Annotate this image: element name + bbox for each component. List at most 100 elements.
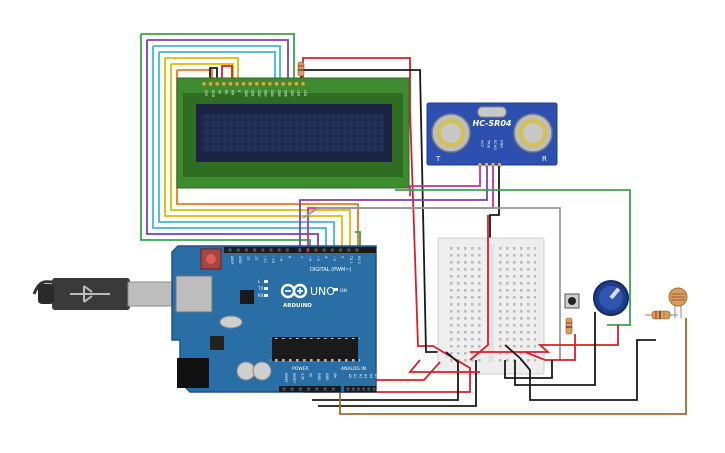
wire-green-lcd-2[interactable] (355, 231, 361, 248)
ldr-resistor[interactable] (645, 310, 678, 320)
wire-yellow-lcd-2[interactable] (170, 63, 351, 248)
digital-pin[interactable] (322, 248, 326, 252)
lcd-contrast-resistor[interactable] (297, 61, 305, 77)
lcd-pin-label: RS (224, 90, 228, 94)
wire-red-rail-right[interactable] (470, 325, 619, 353)
digital-pin[interactable] (339, 248, 343, 252)
wire-red-sonar-vcc[interactable] (469, 215, 489, 361)
wire-black-rail[interactable] (504, 360, 553, 379)
wire-gray-button[interactable] (302, 207, 561, 360)
tx-label: TX (257, 286, 263, 291)
lcd-pin[interactable] (294, 81, 299, 86)
digital-pin[interactable] (261, 248, 265, 252)
wire-green-lcd-1[interactable] (140, 33, 311, 248)
arduino-uno[interactable]: UNO ARDUINO ON TX RX L DIGITAL (PWM~) PO… (171, 245, 378, 393)
wire-black-gnd-1[interactable] (312, 351, 459, 401)
lcd-pin[interactable] (248, 81, 253, 86)
wire-magenta-vcc[interactable] (409, 166, 481, 196)
wire-black-pot[interactable] (514, 312, 596, 386)
lcd-pin[interactable] (228, 81, 233, 86)
wire-cyan-lcd-2[interactable] (158, 51, 335, 248)
lcd-pin[interactable] (254, 81, 259, 86)
breadboard-right-holes (498, 244, 536, 362)
wire-purple-trig[interactable] (299, 166, 488, 248)
lcd-pin[interactable] (234, 81, 239, 86)
analog-pin[interactable] (367, 387, 371, 391)
wire-black-gnd-2[interactable] (318, 360, 477, 407)
digital-pin[interactable] (285, 248, 289, 252)
wire-black-lcd-vss[interactable] (209, 67, 218, 82)
sonar-pin[interactable] (478, 163, 482, 167)
analog-pin[interactable] (362, 387, 365, 391)
power-pin[interactable] (331, 387, 335, 391)
wire-red-lcd-vdd[interactable] (221, 65, 233, 82)
power-pin[interactable] (307, 387, 311, 391)
lcd-pin[interactable] (281, 81, 286, 86)
digital-pin[interactable] (236, 248, 240, 252)
wire-black-ldr[interactable] (519, 339, 656, 401)
sonar-pin[interactable] (498, 163, 501, 167)
usb-icon (70, 285, 110, 303)
wire-brown-ldr[interactable] (339, 318, 687, 415)
analog-pin[interactable] (346, 387, 350, 391)
digital-pin[interactable] (253, 248, 257, 252)
usb-plug-metal (127, 281, 173, 307)
digital-pin[interactable] (314, 248, 318, 252)
digital-pin-label: AREF (230, 256, 234, 265)
lcd-pin[interactable] (208, 81, 213, 86)
digital-pin[interactable] (330, 248, 334, 252)
power-pin-label: Vin (333, 373, 337, 378)
lcd-pin-label: DB6 (283, 90, 287, 97)
capacitor-1 (236, 361, 256, 381)
lcd-pin[interactable] (268, 81, 273, 86)
lcd-pin[interactable] (215, 81, 220, 86)
usb-cable[interactable] (32, 278, 173, 310)
photoresistor[interactable] (668, 287, 688, 318)
power-pin[interactable] (290, 387, 294, 391)
lcd-pin-label: DB7 (290, 90, 294, 97)
analog-pin[interactable] (357, 387, 360, 391)
lcd-pin[interactable] (261, 81, 266, 86)
digital-pin[interactable] (228, 248, 232, 252)
digital-pin[interactable] (277, 248, 281, 252)
breadboard-left-holes (446, 244, 484, 362)
power-pin[interactable] (298, 387, 302, 391)
wire-purple-lcd[interactable] (146, 39, 319, 248)
digital-pin[interactable] (347, 248, 351, 252)
lcd-pin[interactable] (201, 81, 206, 86)
wire-yellow-lcd[interactable] (164, 57, 343, 248)
breadboard[interactable] (437, 237, 545, 375)
sonar-pin[interactable] (485, 163, 488, 167)
arduino-logo-text: ARDUINO (283, 303, 312, 309)
wire-red-bb[interactable] (408, 359, 480, 373)
button-resistor[interactable] (565, 317, 573, 335)
wire-cyan-lcd-1[interactable] (152, 45, 327, 248)
wire-red-button[interactable] (524, 334, 576, 361)
usb-controller-chip (240, 290, 254, 304)
lcd-pin[interactable] (287, 81, 292, 86)
digital-pin[interactable] (355, 248, 359, 252)
power-pin[interactable] (282, 387, 286, 391)
lower-wires (303, 215, 687, 415)
digital-pin[interactable] (269, 248, 273, 252)
power-pin-label: 5V (309, 373, 313, 378)
lcd-pin[interactable] (241, 81, 246, 86)
lcd-pin[interactable] (274, 81, 279, 86)
pushbutton[interactable] (564, 293, 580, 309)
digital-pin-label: 4 (324, 256, 328, 258)
digital-pin-label: RX 0 (357, 256, 361, 264)
digital-pin[interactable] (244, 248, 248, 252)
potentiometer[interactable] (593, 280, 629, 316)
analog-pin[interactable] (351, 387, 355, 391)
power-pin[interactable] (323, 387, 327, 391)
lcd-pin[interactable] (301, 81, 306, 86)
sonar-pin[interactable] (491, 163, 495, 167)
power-pin[interactable] (315, 387, 319, 391)
lcd-pin[interactable] (221, 81, 226, 86)
analog-pin[interactable] (372, 387, 376, 391)
usb-jack (175, 275, 213, 313)
